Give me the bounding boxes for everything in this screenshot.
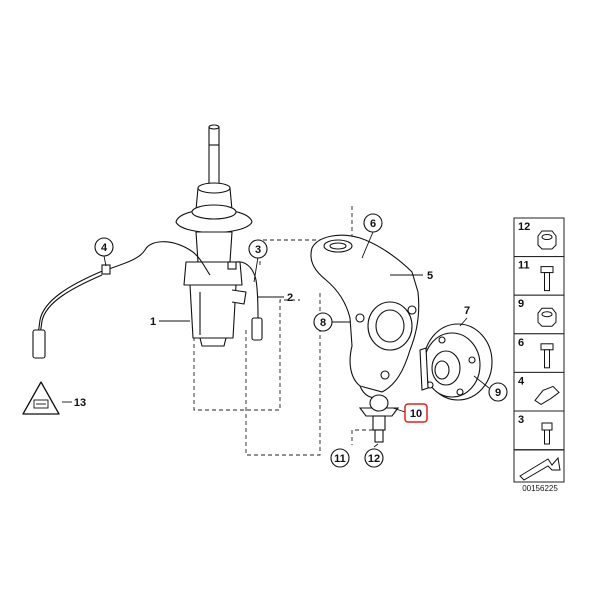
callout-6: 6 bbox=[370, 218, 376, 230]
arrow-icon bbox=[513, 449, 565, 483]
steering-knuckle bbox=[310, 234, 420, 399]
parts-list-panel: 12 11 9 6 4 3 bbox=[513, 217, 565, 483]
parts-list-row: 11 bbox=[513, 256, 565, 296]
callout-circle-8: 8 bbox=[313, 312, 333, 332]
leader-lines bbox=[62, 231, 490, 448]
nut-icon bbox=[537, 307, 557, 327]
nut-icon bbox=[537, 230, 557, 250]
callout-10: 10 bbox=[410, 408, 422, 420]
callout-1: 1 bbox=[150, 316, 156, 328]
callout-circle-11: 11 bbox=[330, 448, 350, 468]
parts-list-number: 6 bbox=[518, 337, 524, 349]
parts-list-number: 12 bbox=[518, 221, 530, 233]
diagram-reference-code: 00156225 bbox=[522, 484, 558, 493]
parts-list-row: 4 bbox=[513, 371, 565, 412]
parts-list-number: 11 bbox=[518, 260, 530, 272]
callout-circle-6: 6 bbox=[363, 213, 383, 233]
callout-circle-3: 3 bbox=[248, 239, 268, 259]
callout-12: 12 bbox=[368, 453, 380, 465]
parts-list-row: 12 bbox=[513, 217, 565, 258]
parts-list-row: 3 bbox=[513, 410, 565, 451]
wheel-hub bbox=[419, 323, 493, 401]
brake-hose bbox=[227, 261, 263, 341]
callout-box-10: 10 bbox=[404, 403, 428, 423]
callout-13: 13 bbox=[74, 397, 86, 409]
callout-3: 3 bbox=[255, 244, 261, 256]
parts-list-number: 3 bbox=[518, 414, 524, 426]
sensor-cable bbox=[32, 241, 211, 359]
warning-triangle-icon bbox=[22, 381, 60, 415]
parts-list-row: 6 bbox=[513, 333, 565, 373]
callout-circle-12: 12 bbox=[364, 448, 384, 468]
bolt-icon bbox=[540, 343, 554, 369]
callout-4: 4 bbox=[101, 242, 108, 254]
bolt-icon bbox=[540, 266, 554, 292]
callout-5: 5 bbox=[427, 270, 433, 282]
callout-9: 9 bbox=[495, 387, 501, 399]
clip-icon bbox=[534, 385, 560, 405]
callout-circle-9: 9 bbox=[488, 382, 508, 402]
parts-list-number: 4 bbox=[518, 375, 525, 387]
callout-11: 11 bbox=[334, 453, 346, 465]
ball-joint bbox=[358, 394, 400, 443]
callout-7: 7 bbox=[464, 305, 470, 317]
callout-2: 2 bbox=[287, 292, 293, 304]
parts-list-number: 9 bbox=[518, 298, 524, 310]
callout-circle-4: 4 bbox=[94, 237, 114, 257]
parts-list-row: 9 bbox=[513, 294, 565, 335]
screw-icon bbox=[541, 422, 553, 445]
strut-assembly bbox=[175, 124, 253, 347]
callout-8: 8 bbox=[320, 317, 326, 329]
callouts: 1 2 5 7 3 4 6 8 9 10 11 bbox=[22, 213, 508, 468]
